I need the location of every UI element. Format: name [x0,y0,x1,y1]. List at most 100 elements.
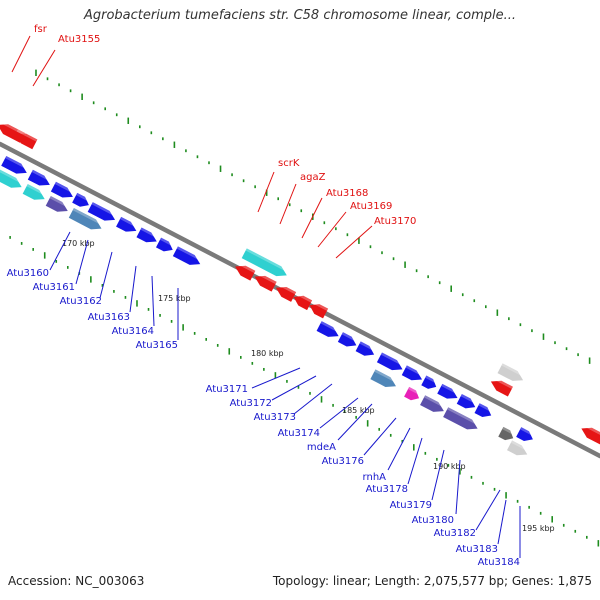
gene-label-forward[interactable]: Atu3162 [60,296,102,307]
gene-arrow-body [254,275,277,292]
gene-arrow[interactable] [291,292,313,311]
gene-arrow-body [241,248,287,277]
gene-arrow[interactable] [87,202,118,225]
gene-label-forward[interactable]: Atu3183 [456,544,498,555]
gene-label-forward[interactable]: Atu3180 [412,515,454,526]
gene-arrow[interactable] [45,196,71,216]
gene-label-forward[interactable]: Atu3163 [88,312,130,323]
gene-arrow[interactable] [498,426,516,443]
scale-label: 190 kbp [433,462,466,471]
gene-arrow[interactable] [579,423,600,446]
gene-label-forward[interactable]: Atu3164 [112,326,154,337]
callout-line [407,437,423,485]
gene-label-reverse[interactable]: agaZ [300,172,326,183]
callout-line [75,239,89,285]
gene-arrow[interactable] [252,271,277,292]
gene-arrow[interactable] [68,208,105,233]
gene-label-forward[interactable]: mdeA [307,442,336,453]
gene-arrow-highlight [502,426,516,436]
gene-arrow-highlight [359,341,377,352]
gene-label-forward[interactable]: Atu3184 [478,557,520,568]
gene-arrow[interactable] [116,216,139,236]
gene-arrow-body [437,383,458,399]
gene-arrow-body [172,246,201,265]
gene-arrow-body [337,332,357,347]
gene-label-forward[interactable]: rnhA [363,472,387,483]
gene-arrow[interactable] [155,237,176,255]
gene-arrow[interactable] [474,403,494,420]
gene-label-reverse[interactable]: Atu3169 [350,201,392,212]
gene-arrow-highlight [408,386,422,396]
gene-arrow[interactable] [443,407,481,433]
gene-arrow-body [15,133,38,150]
gene-arrow-body [370,369,396,387]
gene-arrow[interactable] [13,129,38,150]
gene-arrow[interactable] [355,341,377,359]
gene-arrow-highlight [5,155,30,171]
gene-arrow-highlight [76,192,92,203]
gene-label-forward[interactable]: Atu3172 [230,398,272,409]
gene-arrow-highlight [460,393,478,405]
gene-label-reverse[interactable]: scrK [278,158,300,169]
gene-arrow-highlight [26,184,48,197]
gene-arrow-body [516,427,533,441]
gene-label-forward[interactable]: Atu3174 [278,428,320,439]
callout-line [99,251,113,299]
scale-label: 170 kbp [62,239,95,248]
gene-label-forward[interactable]: Atu3179 [390,500,432,511]
gene-arrow-body [0,161,22,188]
gene-arrow-body [275,286,297,302]
gene-arrow[interactable] [22,184,48,204]
gene-label-reverse[interactable]: Atu3170 [374,216,416,227]
gene-arrow[interactable] [370,369,399,391]
gene-label-forward[interactable]: Atu3161 [33,282,75,293]
callout-line [257,171,275,213]
gene-arrow[interactable] [136,227,160,246]
gene-arrow[interactable] [172,246,203,269]
gene-label-forward[interactable]: Atu3171 [206,384,248,395]
gene-label-reverse[interactable]: Atu3155 [58,34,100,45]
gene-arrow[interactable] [516,427,536,444]
gene-arrow-body [1,155,27,174]
gene-arrow[interactable] [273,282,297,302]
gene-arrow[interactable] [0,161,25,192]
gene-arrow[interactable] [401,365,425,384]
gene-arrow[interactable] [376,352,406,374]
gene-arrow[interactable] [307,300,329,319]
gene-label-forward[interactable]: Atu3178 [366,484,408,495]
gene-arrow[interactable] [488,376,513,397]
gene-arrow[interactable] [27,169,53,190]
callout-line [49,231,71,271]
gene-arrow-body [22,184,45,200]
gene-arrow[interactable] [316,321,342,341]
gene-arrow[interactable] [404,386,422,403]
gene-label-forward[interactable]: Atu3182 [434,528,476,539]
gene-arrow-highlight [0,120,25,136]
callout-line [387,427,411,471]
gene-label-reverse[interactable]: fsr [34,24,48,35]
gene-arrow[interactable] [456,393,478,412]
gene-arrow[interactable] [50,181,76,202]
gene-arrow[interactable] [72,192,92,210]
gene-arrow[interactable] [497,363,526,385]
gene-arrow[interactable] [233,261,256,281]
gene-arrow-highlight [176,246,203,262]
callout-line [301,197,323,239]
gene-arrow[interactable] [437,383,461,403]
gene-arrow[interactable] [241,248,290,280]
gene-arrow-body [421,375,437,389]
gene-label-forward[interactable]: Atu3176 [322,456,364,467]
genome-summary-text: Topology: linear; Length: 2,075,577 bp; … [272,574,592,588]
gene-label-forward[interactable]: Atu3173 [254,412,296,423]
gene-arrow[interactable] [1,155,30,178]
gene-arrow[interactable] [507,440,530,459]
gene-label-forward[interactable]: Atu3165 [136,340,178,351]
gene-arrow[interactable] [421,375,439,392]
gene-label-forward[interactable]: Atu3160 [7,268,49,279]
gene-arrow-highlight [310,300,329,311]
gene-arrow[interactable] [337,332,359,350]
gene-label-reverse[interactable]: Atu3168 [326,188,368,199]
gene-arrow[interactable] [420,395,447,416]
callout-line [317,211,347,248]
